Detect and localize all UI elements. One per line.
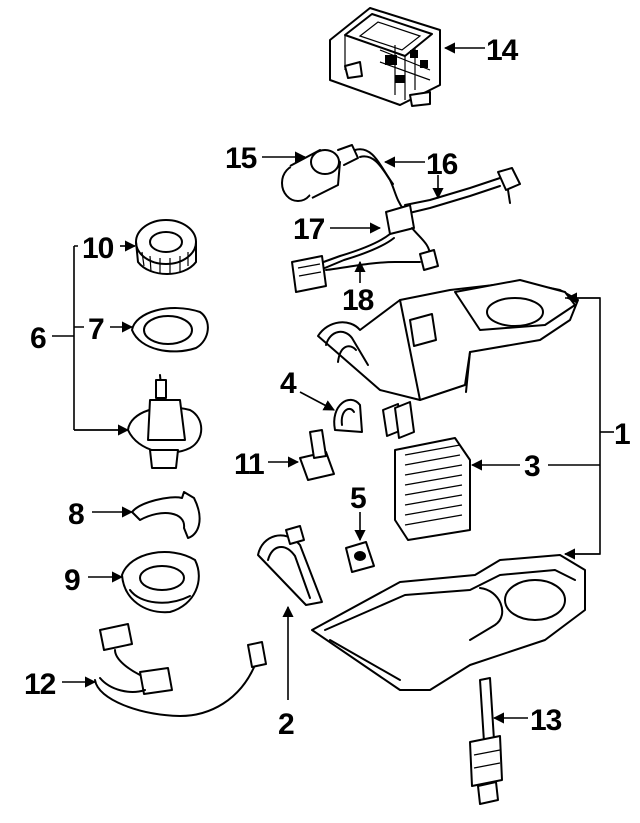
callout-7: 7 <box>88 313 104 346</box>
callout-16: 16 <box>426 148 458 181</box>
part-15-actuator <box>281 144 359 202</box>
callout-14: 14 <box>486 34 519 67</box>
part-2-drain-hose <box>257 525 323 606</box>
part-6-blower-motor <box>127 374 203 469</box>
part-14-filter-housing <box>329 7 441 107</box>
part-13-sensor <box>469 677 503 805</box>
callout-numbers: 14 15 16 17 18 10 7 6 4 11 5 8 9 12 2 3 … <box>24 34 631 741</box>
part-12-harness <box>94 623 267 717</box>
part-11-switch <box>299 429 335 481</box>
callout-4: 4 <box>280 367 297 400</box>
callout-15: 15 <box>225 142 257 175</box>
callout-17: 17 <box>293 213 325 246</box>
callout-6: 6 <box>30 322 46 355</box>
part-4-seal <box>333 399 363 433</box>
part-7-gasket <box>131 307 209 353</box>
callout-3: 3 <box>524 450 540 483</box>
callout-10: 10 <box>82 232 114 265</box>
callout-8: 8 <box>68 498 84 531</box>
part-16-hose <box>354 148 521 215</box>
part-5-grommet <box>345 541 375 573</box>
lower-case <box>311 554 586 691</box>
callout-18: 18 <box>342 284 374 317</box>
callout-2: 2 <box>278 708 294 741</box>
part-10-blower-wheel <box>135 219 197 275</box>
callout-5: 5 <box>350 482 366 515</box>
part-3-evaporator <box>382 401 471 541</box>
part-17-connector <box>317 204 431 271</box>
upper-case <box>317 279 579 401</box>
callout-12: 12 <box>24 668 56 701</box>
callout-11: 11 <box>234 448 264 481</box>
part-9-housing <box>121 551 200 614</box>
part-8-bracket <box>131 491 201 539</box>
callout-1: 1 <box>614 418 630 451</box>
callout-9: 9 <box>64 564 80 597</box>
callout-13: 13 <box>530 704 562 737</box>
part-18-harness <box>291 249 439 293</box>
leader-lines <box>52 42 614 724</box>
